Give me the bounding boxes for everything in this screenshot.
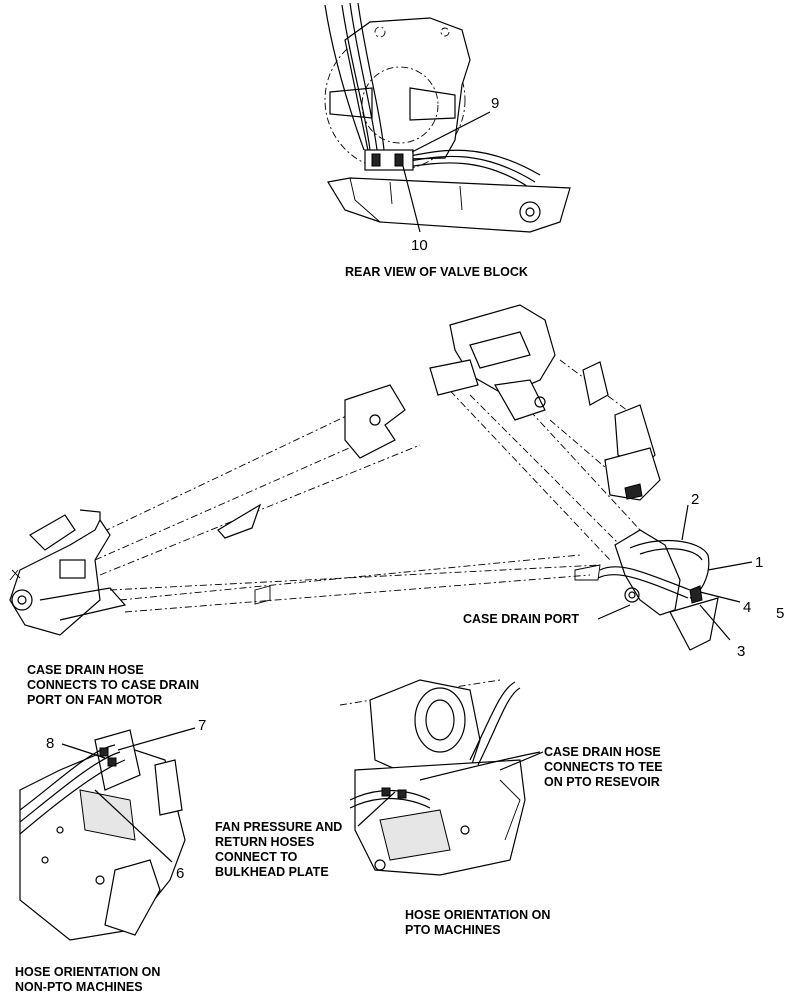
callout-3: 3 bbox=[737, 643, 745, 660]
bulkhead-note-line-4: BULKHEAD PLATE bbox=[215, 865, 329, 879]
pto-caption-line-2: PTO MACHINES bbox=[405, 923, 501, 937]
callout-1: 1 bbox=[755, 554, 763, 571]
rear-view-caption: REAR VIEW OF VALVE BLOCK bbox=[345, 265, 528, 279]
callout-9: 9 bbox=[491, 95, 499, 112]
tee-note-line-2: CONNECTS TO TEE bbox=[544, 760, 663, 774]
bulkhead-note-line-2: RETURN HOSES bbox=[215, 835, 314, 849]
pto-caption-line-1: HOSE ORIENTATION ON bbox=[405, 908, 550, 922]
non-pto-hose-detail bbox=[19, 727, 196, 941]
tee-note-line-3: ON PTO RESEVOIR bbox=[544, 775, 660, 789]
non-pto-caption-line-2: NON-PTO MACHINES bbox=[15, 980, 143, 994]
valve-block-rear-view bbox=[324, 2, 571, 233]
pto-hose-detail bbox=[339, 679, 544, 876]
non-pto-caption-line-1: HOSE ORIENTATION ON bbox=[15, 965, 160, 979]
callout-5: 5 bbox=[776, 605, 784, 622]
fan-motor-note-line-3: PORT ON FAN MOTOR bbox=[27, 693, 162, 707]
case-drain-port-label: CASE DRAIN PORT bbox=[463, 612, 579, 626]
bulkhead-note-line-1: FAN PRESSURE AND bbox=[215, 820, 342, 834]
callout-6: 6 bbox=[176, 865, 184, 882]
fan-motor-note-line-1: CASE DRAIN HOSE bbox=[27, 663, 144, 677]
callout-8: 8 bbox=[46, 735, 54, 752]
callout-7: 7 bbox=[198, 717, 206, 734]
callout-2: 2 bbox=[691, 491, 699, 508]
bulkhead-note-line-3: CONNECT TO bbox=[215, 850, 298, 864]
callout-10: 10 bbox=[411, 237, 428, 254]
callout-4: 4 bbox=[743, 599, 751, 616]
exploded-boom-assembly bbox=[9, 304, 753, 651]
tee-note-line-1: CASE DRAIN HOSE bbox=[544, 745, 661, 759]
fan-motor-note-line-2: CONNECTS TO CASE DRAIN bbox=[27, 678, 199, 692]
